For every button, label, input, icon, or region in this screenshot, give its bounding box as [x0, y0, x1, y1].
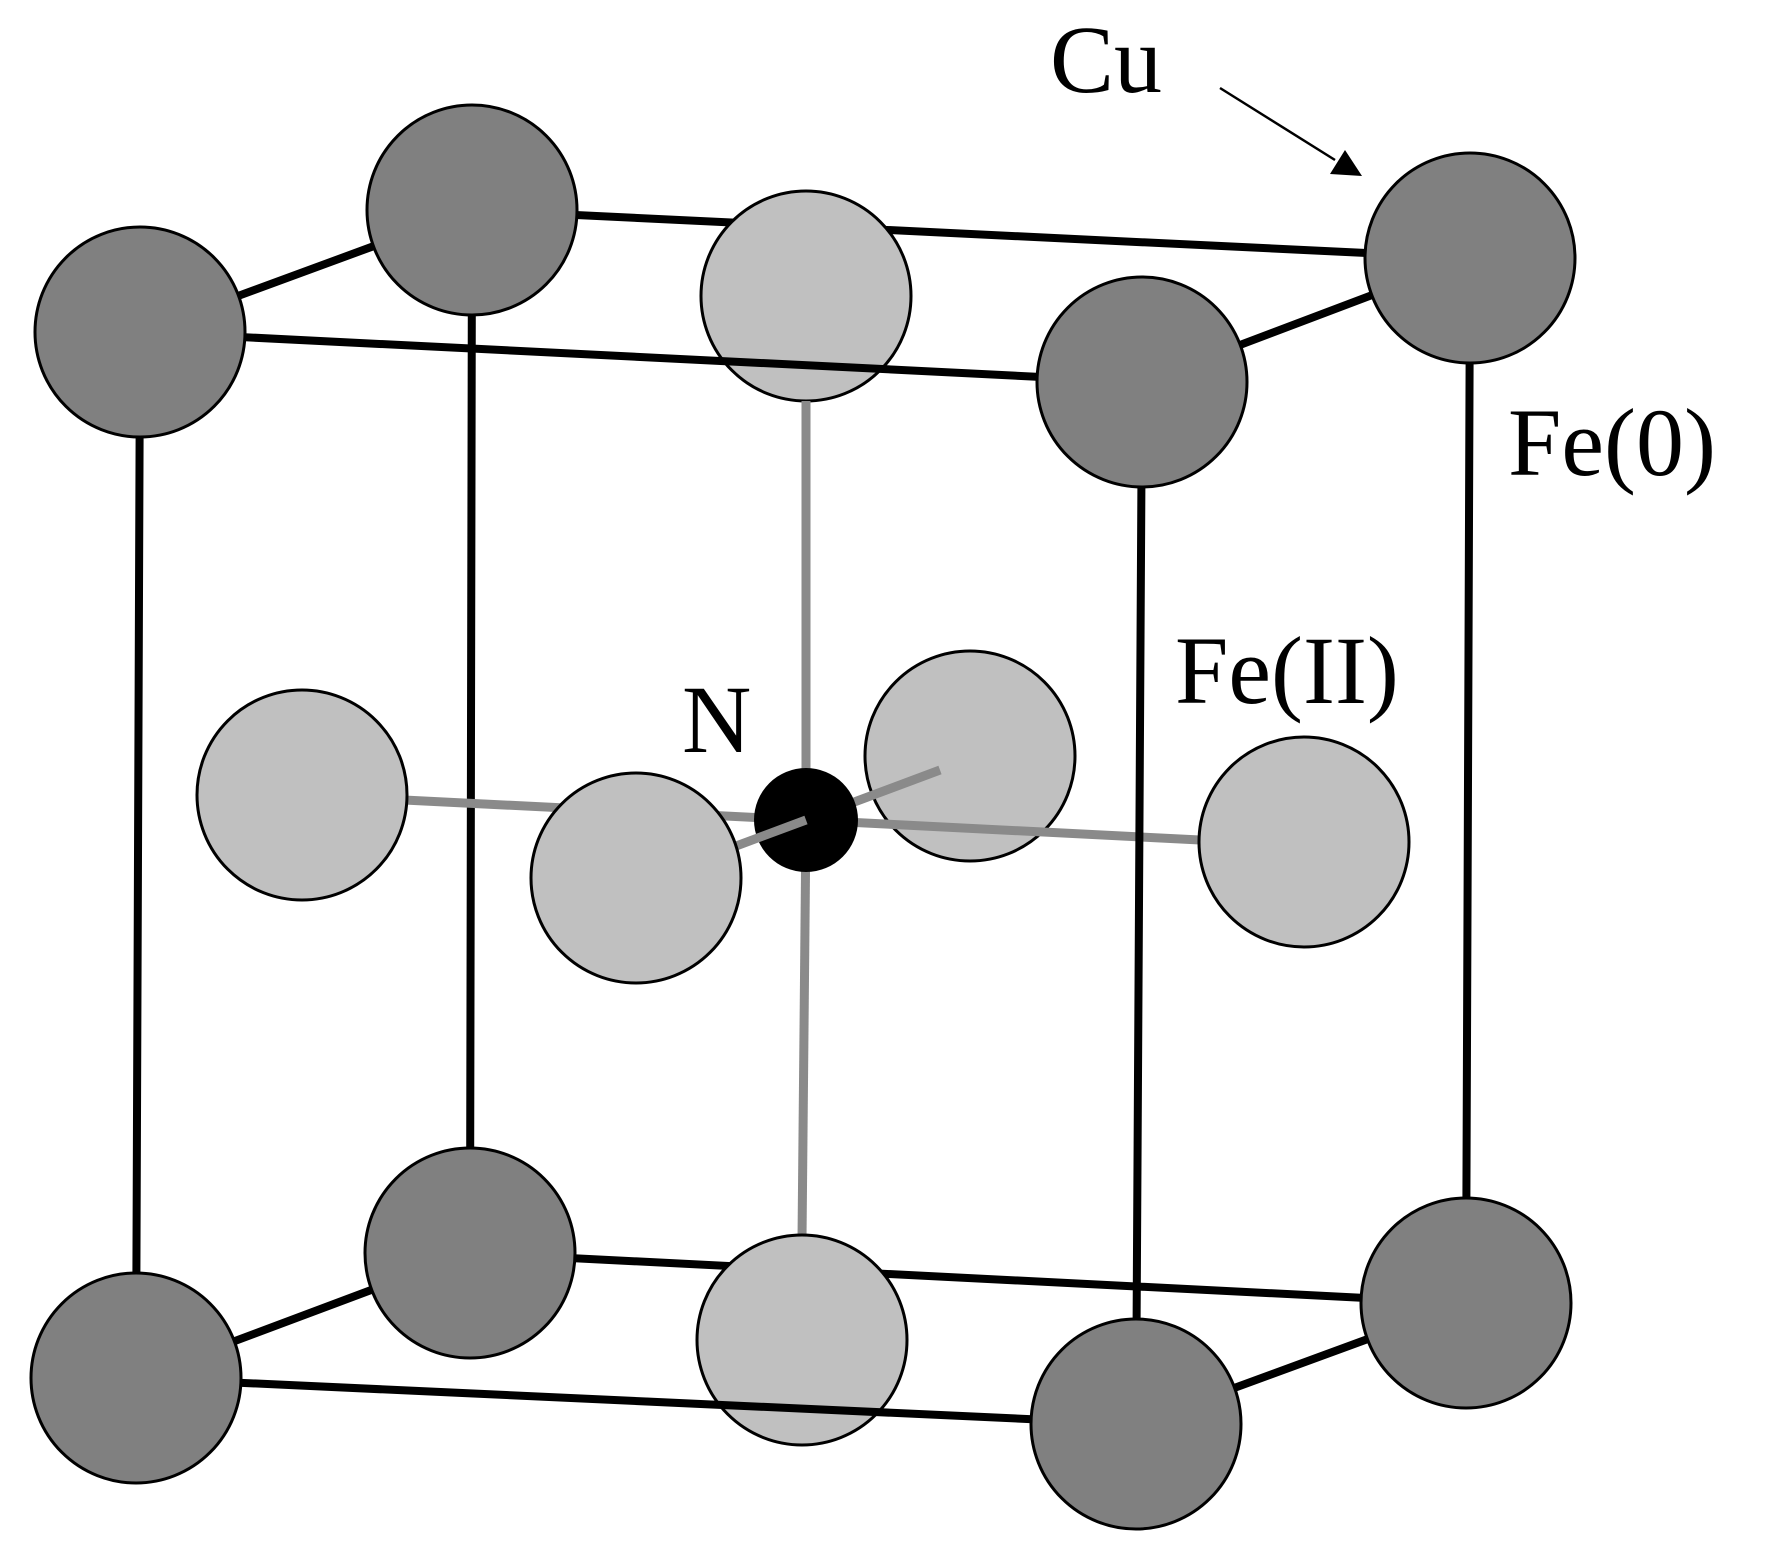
cu-atoms-back	[363, 103, 579, 1360]
edge-front-right	[1132, 378, 1146, 1428]
edge-back-bottom	[466, 1249, 1470, 1307]
cu-atom-back-bottom-left	[363, 1146, 577, 1360]
fe-atom-front	[529, 771, 743, 985]
cu-atom-back-bottom-right	[1359, 1196, 1573, 1410]
cu-atom-back-top-left	[365, 103, 579, 317]
edge-front-top	[136, 328, 1146, 386]
bond-n-bottom	[797, 819, 811, 1241]
edge-back-left	[466, 206, 476, 1257]
bond-n-right	[805, 815, 1201, 845]
label-fe0: Fe(0)	[1508, 389, 1716, 496]
edge-front-bottom	[132, 1374, 1140, 1428]
cu-atom-front-bottom-right	[1029, 1317, 1243, 1531]
cu-pointer-arrow	[1219, 86, 1362, 176]
fe-atom-bottom	[695, 1233, 909, 1447]
fe-atom-back	[863, 649, 1077, 863]
cu-arrow-head	[1330, 150, 1362, 176]
edge-front-left	[132, 328, 144, 1382]
cu-atoms-front	[29, 151, 1577, 1531]
label-cu: Cu	[1050, 6, 1162, 113]
label-fe2: Fe(II)	[1175, 617, 1399, 724]
edge-back-right	[1462, 254, 1474, 1307]
cu-atom-back-top-right	[1363, 151, 1577, 365]
label-n: N	[682, 666, 751, 773]
fe-atom-left	[195, 688, 409, 902]
cu-atom-front-top-right	[1035, 275, 1249, 489]
fe-atom-right	[1197, 735, 1411, 949]
cu-atom-front-bottom-left	[29, 1271, 243, 1485]
edge-back-top	[468, 206, 1474, 262]
cu-arrow-line	[1219, 86, 1336, 162]
cu-atom-front-top-left	[33, 225, 247, 439]
